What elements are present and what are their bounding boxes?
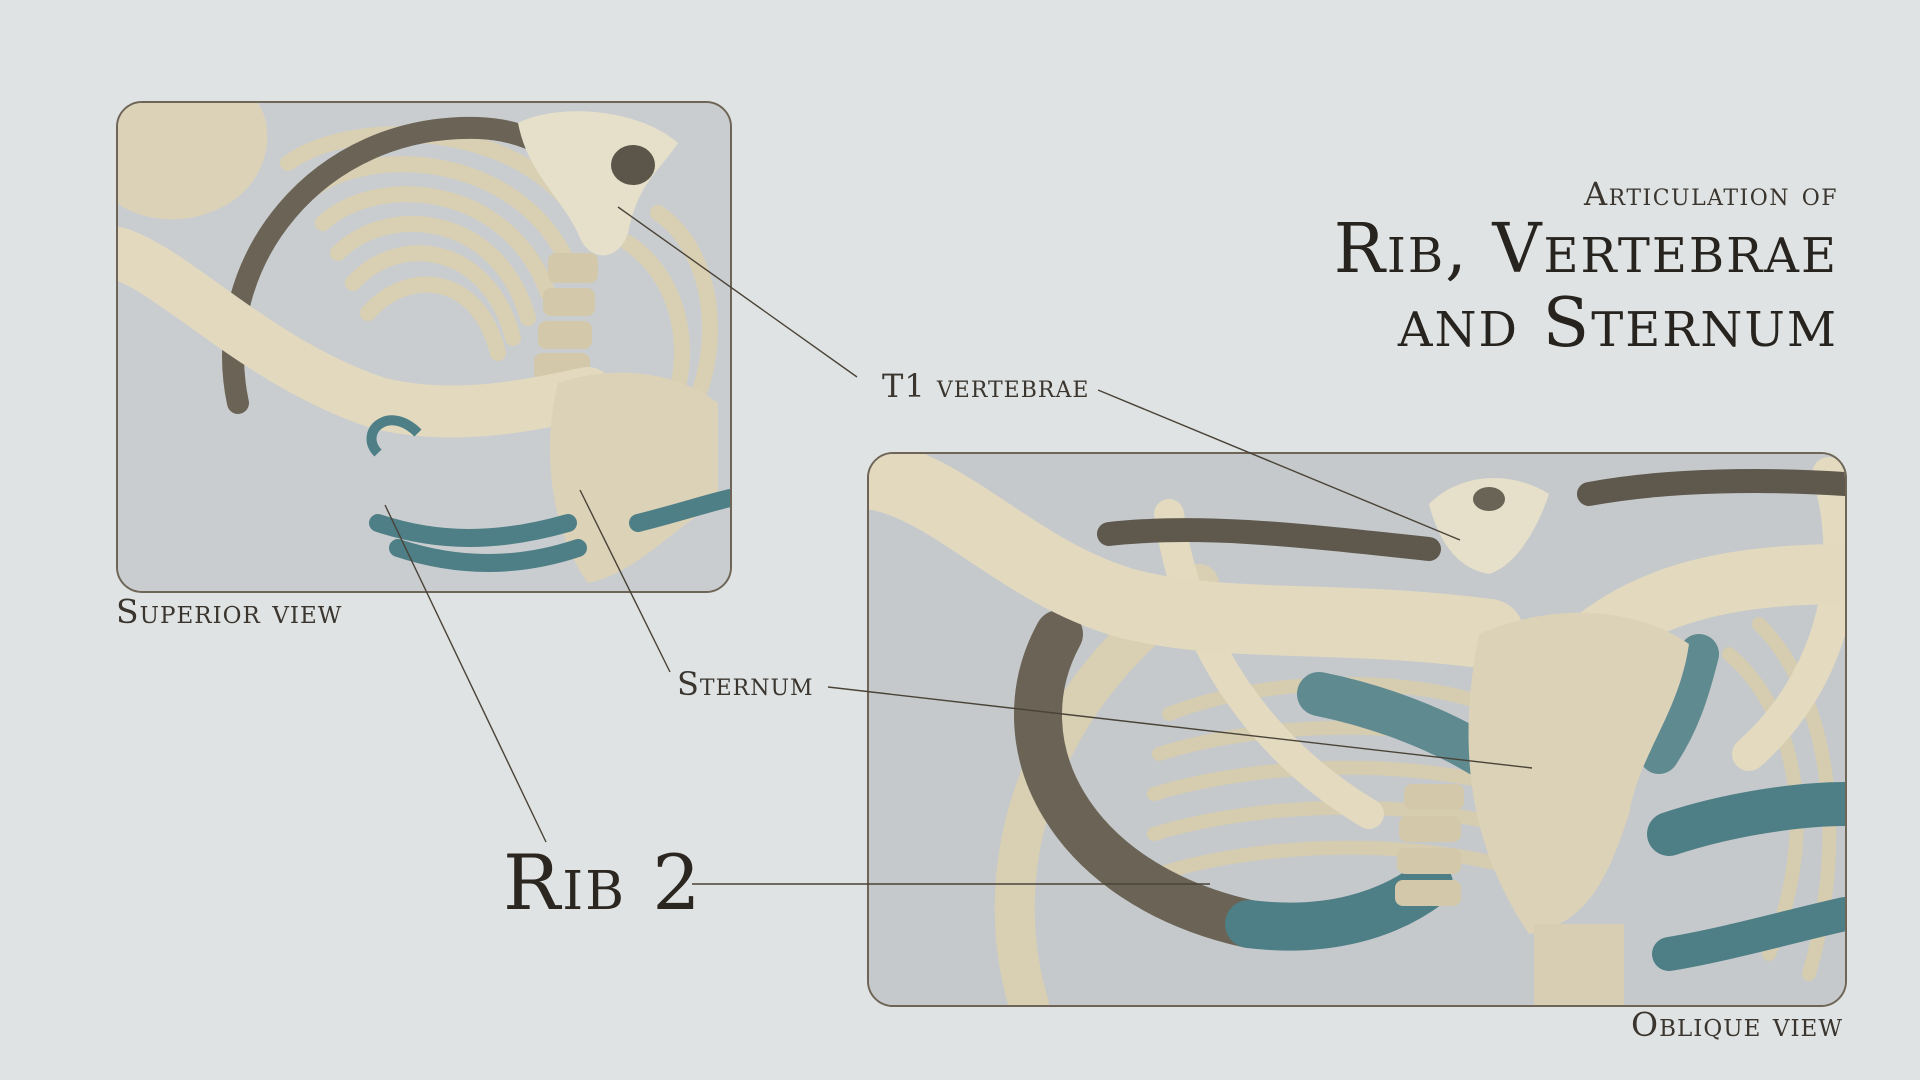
oblique-view-image xyxy=(867,452,1847,1007)
title-line-2: and Sternum xyxy=(1397,284,1838,363)
sternum-label: Sternum xyxy=(677,665,814,703)
title-kicker: Articulation of xyxy=(1584,175,1838,213)
title-block: Articulation of Rib, Vertebrae and Stern… xyxy=(1334,175,1838,361)
oblique-view-illustration xyxy=(869,454,1845,1005)
oblique-view-caption: Oblique view xyxy=(1631,1005,1843,1044)
rib-2-label: Rib 2 xyxy=(503,838,703,927)
title-line-1: Rib, Vertebrae xyxy=(1333,210,1838,289)
superior-view-illustration xyxy=(118,103,730,591)
t1-vertebrae-label: T1 vertebrae xyxy=(882,367,1090,405)
superior-view-caption: Superior view xyxy=(116,592,343,631)
superior-view-image xyxy=(116,101,732,593)
